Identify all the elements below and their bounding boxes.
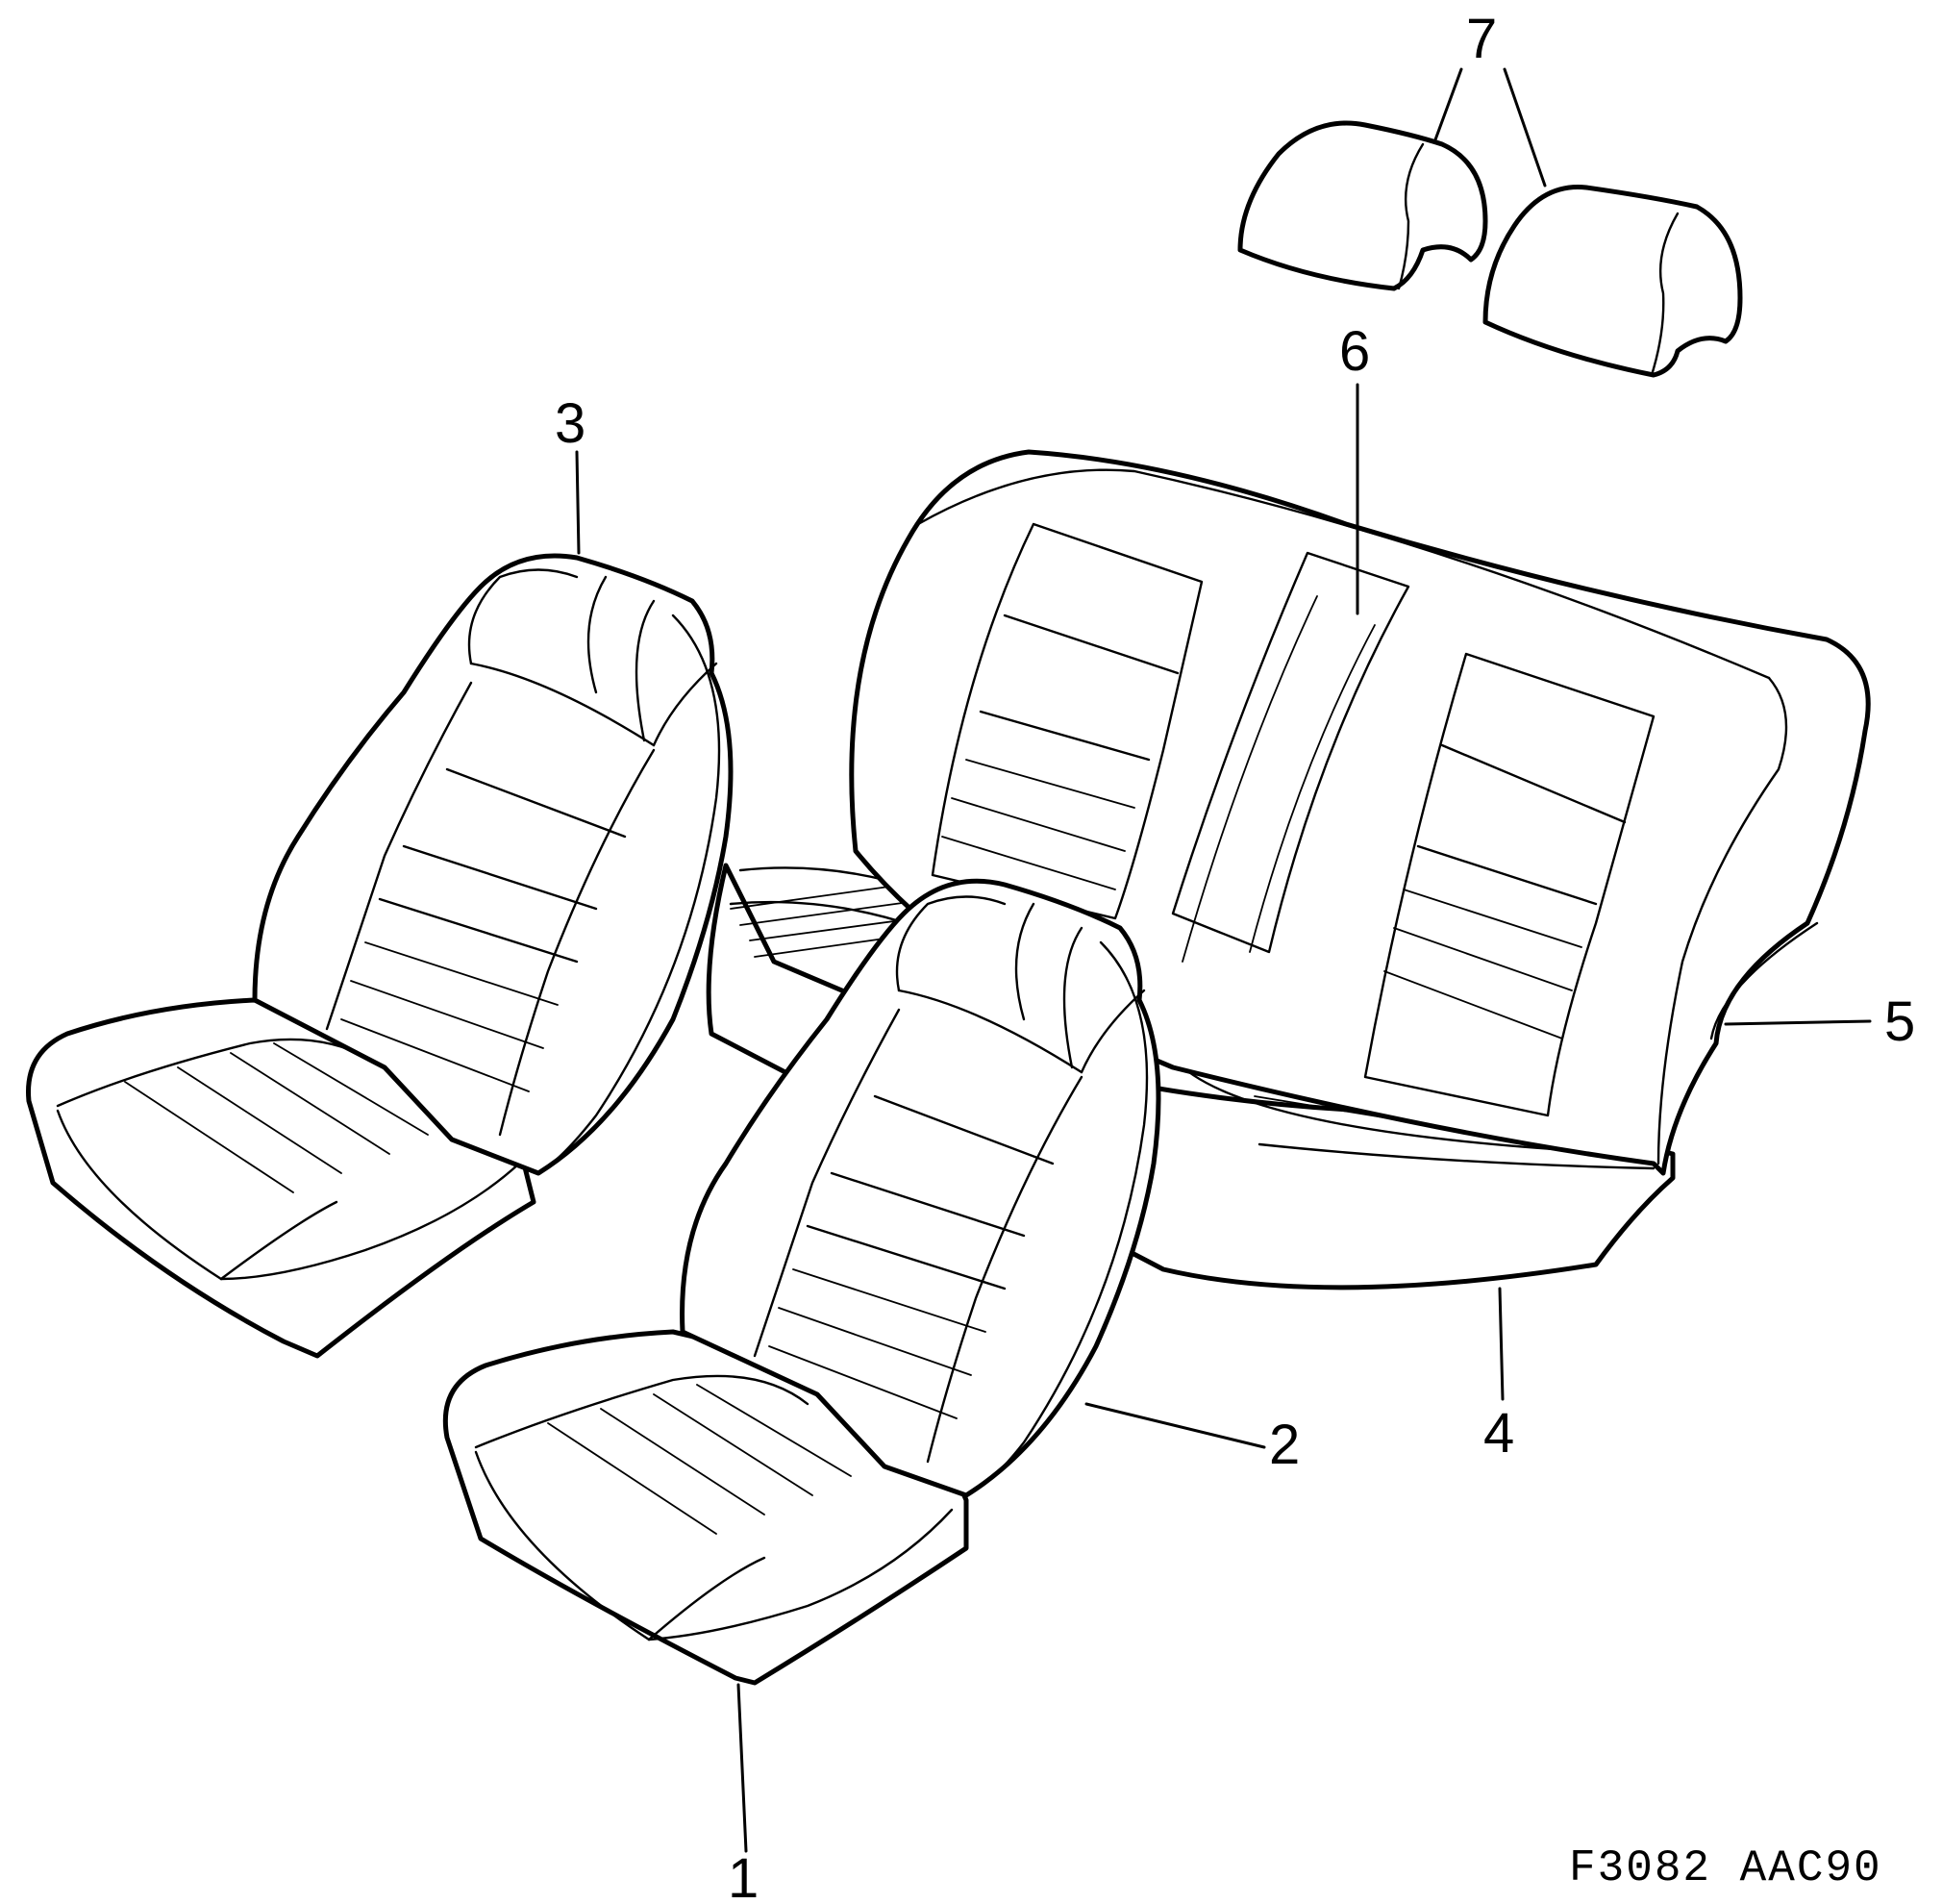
callout-2: 2 (1269, 1414, 1300, 1476)
leader-7b (1503, 67, 1547, 188)
callout-7: 7 (1466, 8, 1497, 70)
headrest-right (1482, 185, 1743, 378)
leader-5 (1724, 1019, 1872, 1026)
leader-4 (1498, 1287, 1505, 1401)
leader-lines (575, 67, 1872, 1853)
callout-labels: 1 2 3 4 5 6 7 (555, 8, 1915, 1904)
front-right-seat-backrest (680, 878, 1161, 1498)
callout-3: 3 (555, 392, 585, 455)
front-right-seat-cushion (442, 1329, 969, 1686)
callout-6: 6 (1339, 320, 1370, 383)
callout-4: 4 (1483, 1402, 1514, 1465)
callout-5: 5 (1884, 990, 1915, 1053)
figure-code: F3082 AAC90 (1569, 1843, 1882, 1893)
leader-1 (736, 1683, 748, 1853)
leader-3 (575, 450, 581, 555)
leader-7a (1432, 67, 1463, 144)
leader-2 (1084, 1402, 1266, 1449)
callout-1: 1 (728, 1847, 759, 1904)
headrest-left (1237, 120, 1488, 291)
front-left-seat-backrest (252, 553, 734, 1176)
